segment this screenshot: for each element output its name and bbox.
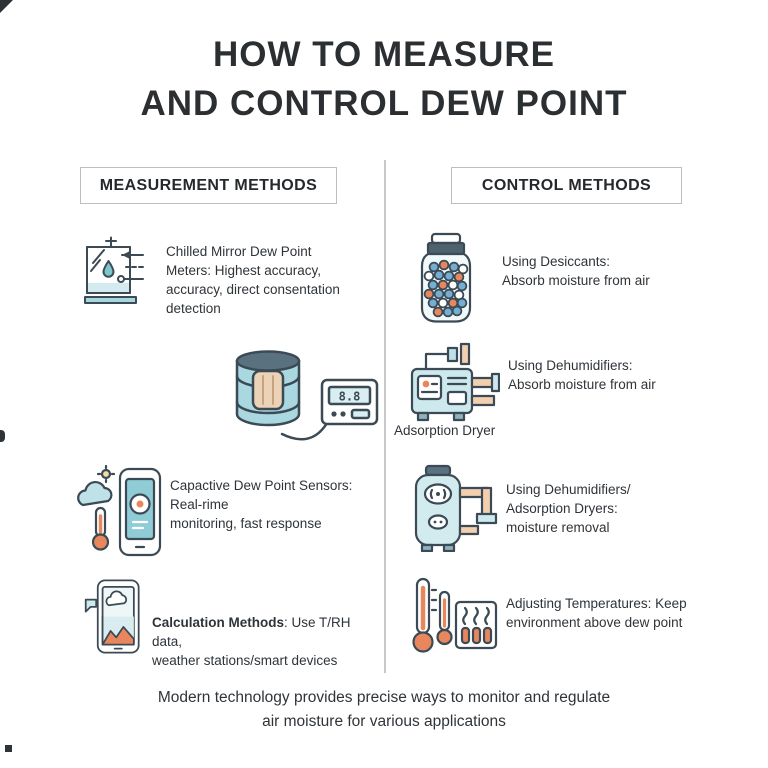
- artifact-mark: [5, 745, 12, 752]
- item-description-bold: Calculation Methods: [152, 615, 285, 631]
- item-description: Calculation Methods: Use T/RH data, weat…: [152, 578, 364, 671]
- list-item: Using Desiccants: Absorb moisture from a…: [418, 232, 677, 329]
- item-description: Using Dehumidifiers/ Adsorption Dryers: …: [506, 482, 631, 536]
- item-description: Chilled Mirror Dew Point Meters: Highest…: [166, 244, 340, 317]
- item-description-rest: : Use T/RH data, weather stations/smart …: [152, 615, 351, 669]
- list-item: 8.8: [222, 346, 380, 449]
- item-description: Capactive Dew Point Sensors: Real-rime m…: [170, 478, 353, 532]
- dehumidifier-icon: [404, 342, 501, 431]
- artifact-mark: [0, 430, 5, 442]
- temperature-control-icon: [410, 576, 498, 665]
- title-line-2: AND CONTROL DEW POINT: [140, 84, 628, 123]
- list-item: Calculation Methods: Use T/RH data, weat…: [84, 578, 364, 671]
- control-methods-header: CONTROL METHODS: [451, 167, 682, 204]
- item-description: Using Dehumidifiers: Absorb moisture fro…: [508, 358, 656, 393]
- item-description: Using Desiccants: Absorb moisture from a…: [502, 254, 650, 289]
- column-divider: [384, 160, 386, 673]
- capacitive-sensor-phone-icon: [76, 464, 164, 565]
- page-title: HOW TO MEASURE AND CONTROL DEW POINT: [0, 30, 768, 128]
- adsorption-dryer-label: Adsorption Dryer: [394, 423, 496, 438]
- list-item: Chilled Mirror Dew Point Meters: Highest…: [84, 236, 356, 319]
- meter-display: 8.8: [339, 390, 361, 404]
- list-item: Using Dehumidifiers/ Adsorption Dryers: …: [406, 464, 691, 557]
- list-item: Capactive Dew Point Sensors: Real-rime m…: [76, 464, 355, 565]
- item-description: Adjusting Temperatures: Keep environment…: [506, 596, 687, 631]
- chilled-mirror-icon: [84, 236, 146, 315]
- dew-point-meter-icon: 8.8: [222, 346, 380, 449]
- title-line-1: HOW TO MEASURE: [213, 35, 555, 74]
- footer-text: Modern technology provides precise ways …: [157, 689, 611, 731]
- list-item: Adjusting Temperatures: Keep environment…: [410, 576, 701, 665]
- desiccant-jar-icon: [418, 232, 474, 329]
- list-item: Using Dehumidifiers: Absorb moisture fro…: [404, 342, 683, 431]
- artifact-mark: [0, 0, 13, 13]
- calculation-phone-icon: [84, 578, 142, 660]
- measurement-methods-header: MEASUREMENT METHODS: [80, 167, 337, 204]
- adsorption-dryer-icon: [406, 464, 498, 557]
